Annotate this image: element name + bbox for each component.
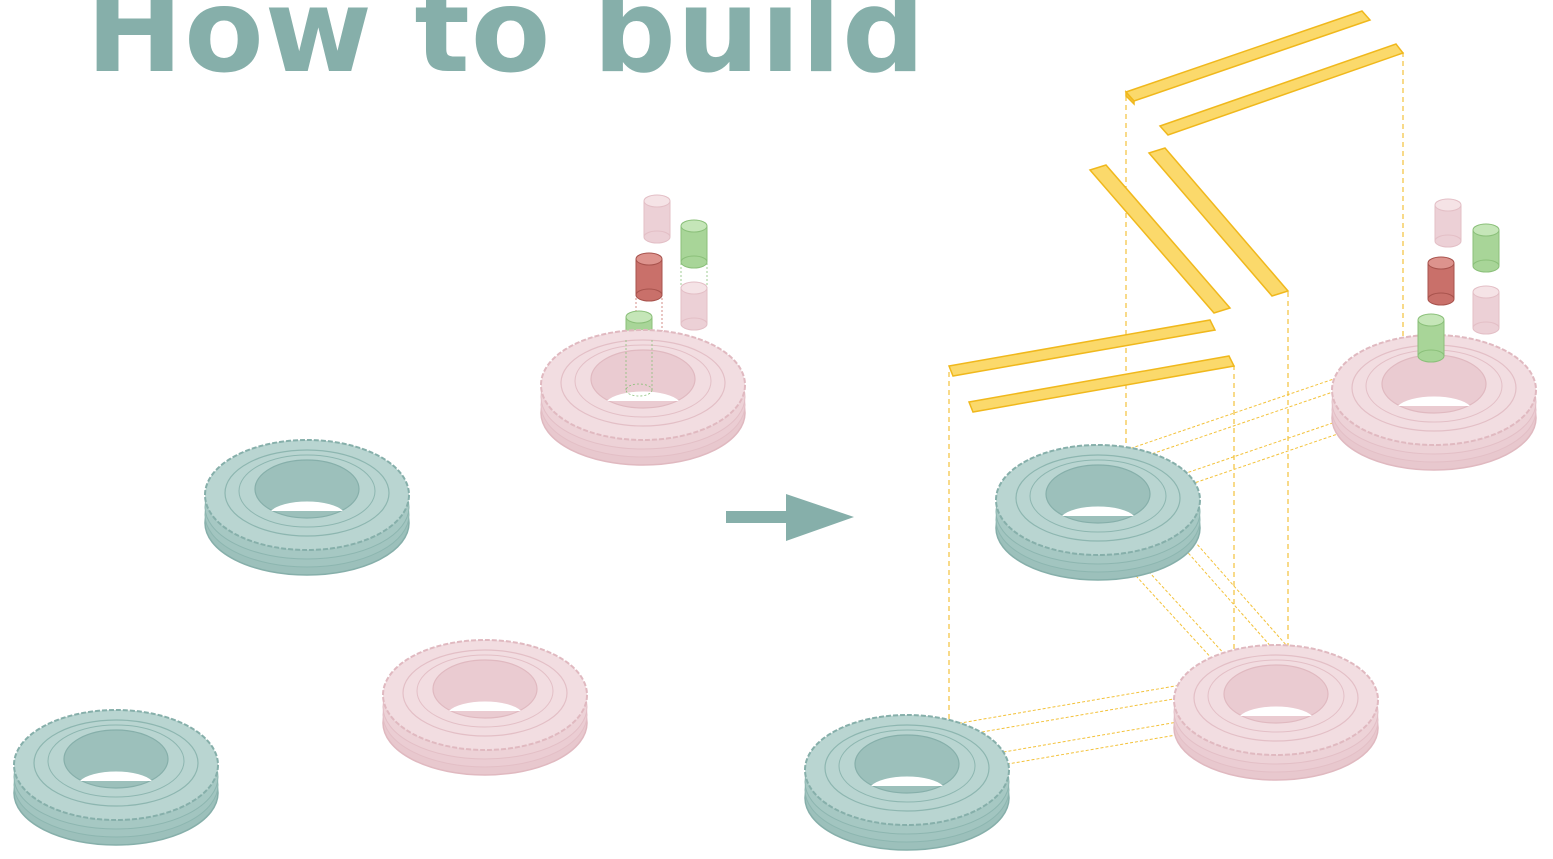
tire-icon-pink-2 bbox=[541, 330, 745, 465]
tire-icon-teal-assembled-1 bbox=[996, 445, 1200, 580]
plank-icon-group bbox=[949, 11, 1403, 412]
tire-icon-teal-assembled-2 bbox=[805, 715, 1009, 850]
tire-icon-pink-1 bbox=[383, 640, 587, 775]
arrow-right-icon bbox=[726, 494, 854, 541]
tire-icon-teal-2 bbox=[14, 710, 218, 845]
tire-icon-pink-assembled-2 bbox=[1174, 645, 1378, 780]
tire-icon-teal-1 bbox=[205, 440, 409, 575]
